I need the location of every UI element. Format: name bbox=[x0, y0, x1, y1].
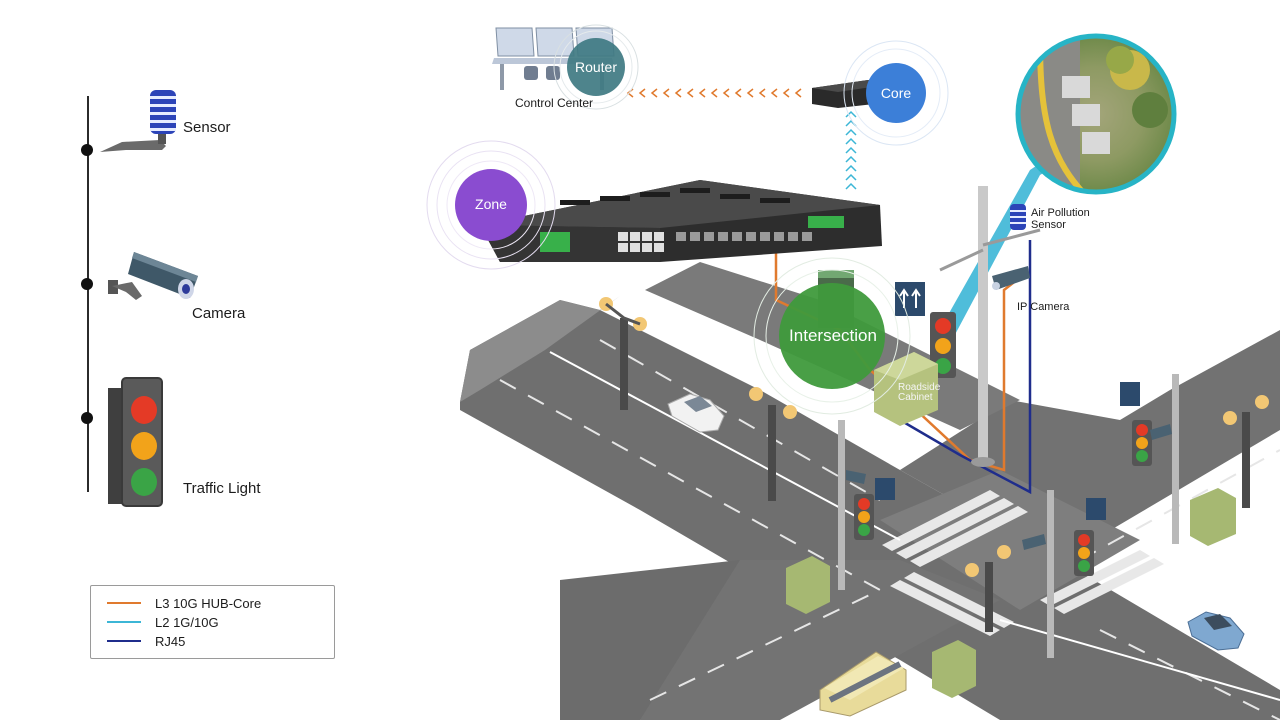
traffic-light-icon bbox=[854, 494, 874, 540]
street-lamp bbox=[749, 387, 797, 501]
core-label: Core bbox=[880, 85, 912, 101]
cable-l2-beam bbox=[935, 140, 1100, 344]
roadside-cabinet-label-1: Roadside bbox=[898, 382, 941, 393]
timeline-dot bbox=[81, 278, 93, 290]
terminal-block bbox=[540, 232, 570, 252]
aerial-view bbox=[1015, 33, 1177, 195]
road-sign bbox=[1086, 498, 1106, 520]
bus bbox=[819, 651, 907, 717]
legend-label: L3 10G HUB-Core bbox=[155, 595, 262, 611]
legend-item: L3 10G HUB-Core bbox=[107, 594, 261, 612]
ip-camera-icon bbox=[992, 266, 1030, 290]
timeline-dot bbox=[81, 412, 93, 424]
roadside-cabinet bbox=[1190, 488, 1236, 546]
control-center-label: Control Center bbox=[515, 96, 594, 110]
legend: L3 10G HUB-Core L2 1G/10G RJ45 bbox=[90, 585, 335, 659]
link-arrows-core-router bbox=[626, 88, 802, 98]
legend-item: RJ45 bbox=[107, 632, 185, 650]
crosswalks bbox=[882, 490, 1164, 636]
road-lower bbox=[640, 560, 1000, 720]
router-bubble bbox=[553, 24, 639, 110]
link-arrow bbox=[722, 88, 730, 98]
legend-label: L2 1G/10G bbox=[155, 614, 219, 630]
link-arrow bbox=[845, 110, 857, 118]
car bbox=[1187, 611, 1245, 651]
sensor-icon bbox=[100, 90, 176, 152]
pole bbox=[1047, 490, 1054, 658]
street-lamp bbox=[1223, 395, 1269, 508]
link-arrow bbox=[845, 146, 857, 154]
camera-label: Camera bbox=[192, 305, 246, 322]
timeline-dot bbox=[81, 144, 93, 156]
link-arrow bbox=[638, 88, 646, 98]
link-arrow bbox=[845, 137, 857, 145]
link-arrow bbox=[845, 128, 857, 136]
road-edge bbox=[999, 619, 1280, 701]
legend-item: L2 1G/10G bbox=[107, 613, 219, 631]
link-arrows-core-zone bbox=[845, 110, 857, 190]
link-arrow bbox=[734, 88, 742, 98]
traffic-light-icon bbox=[1074, 530, 1094, 576]
link-arrow bbox=[845, 182, 857, 190]
roadside-cabinet bbox=[874, 352, 938, 426]
roadside-cabinet bbox=[932, 640, 976, 698]
road-sign bbox=[895, 282, 925, 316]
air-pollution-label-1: Air Pollution bbox=[1031, 207, 1090, 219]
link-arrow bbox=[674, 88, 682, 98]
pole bbox=[838, 420, 845, 590]
legend-swatch-l3 bbox=[107, 602, 141, 604]
switch-icon bbox=[480, 180, 882, 262]
legend-swatch-rj45 bbox=[107, 640, 141, 642]
link-arrow bbox=[758, 88, 766, 98]
traffic-light-icon bbox=[930, 312, 956, 378]
street-lamp bbox=[599, 297, 647, 410]
road-sign bbox=[875, 478, 895, 500]
traffic-light-icon bbox=[1132, 420, 1152, 466]
air-pollution-sensor-icon bbox=[1010, 204, 1026, 230]
camera-icon bbox=[846, 470, 866, 484]
link-arrow bbox=[698, 88, 706, 98]
intersection-bubble bbox=[753, 257, 911, 415]
sensor-label: Sensor bbox=[183, 119, 231, 136]
left-panel bbox=[81, 90, 198, 507]
link-arrow bbox=[710, 88, 718, 98]
cable-rj45 bbox=[899, 240, 1032, 495]
pole bbox=[1172, 374, 1179, 544]
link-arrow bbox=[686, 88, 694, 98]
sidewalk bbox=[460, 296, 620, 402]
zone-label: Zone bbox=[475, 196, 507, 212]
router-label: Router bbox=[574, 59, 618, 75]
traffic-light-icon bbox=[108, 377, 163, 507]
legend-swatch-l2 bbox=[107, 621, 141, 623]
traffic-light-label: Traffic Light bbox=[183, 480, 261, 497]
link-arrow bbox=[845, 173, 857, 181]
link-arrow bbox=[662, 88, 670, 98]
air-pollution-label-2: Sensor bbox=[1031, 219, 1066, 231]
road-sign bbox=[1120, 382, 1140, 406]
car bbox=[667, 393, 725, 433]
camera-icon bbox=[108, 252, 198, 300]
ip-camera-label: IP Camera bbox=[1017, 301, 1070, 313]
link-arrow bbox=[845, 155, 857, 163]
link-arrow bbox=[782, 88, 790, 98]
camera-icon bbox=[1150, 424, 1172, 440]
camera-icon bbox=[1022, 534, 1046, 550]
link-arrow bbox=[770, 88, 778, 98]
link-arrow bbox=[845, 164, 857, 172]
link-arrow bbox=[794, 88, 802, 98]
intersection-label: Intersection bbox=[789, 326, 877, 345]
link-arrow bbox=[650, 88, 658, 98]
roadside-cabinet-label-2: Cabinet bbox=[898, 392, 933, 403]
core-bubble bbox=[843, 40, 949, 146]
legend-label: RJ45 bbox=[155, 633, 186, 649]
roadside-cabinet bbox=[786, 556, 830, 614]
link-arrow bbox=[746, 88, 754, 98]
main-pole bbox=[978, 186, 988, 462]
zone-bubble bbox=[426, 140, 556, 270]
street-lamp bbox=[965, 545, 1011, 632]
